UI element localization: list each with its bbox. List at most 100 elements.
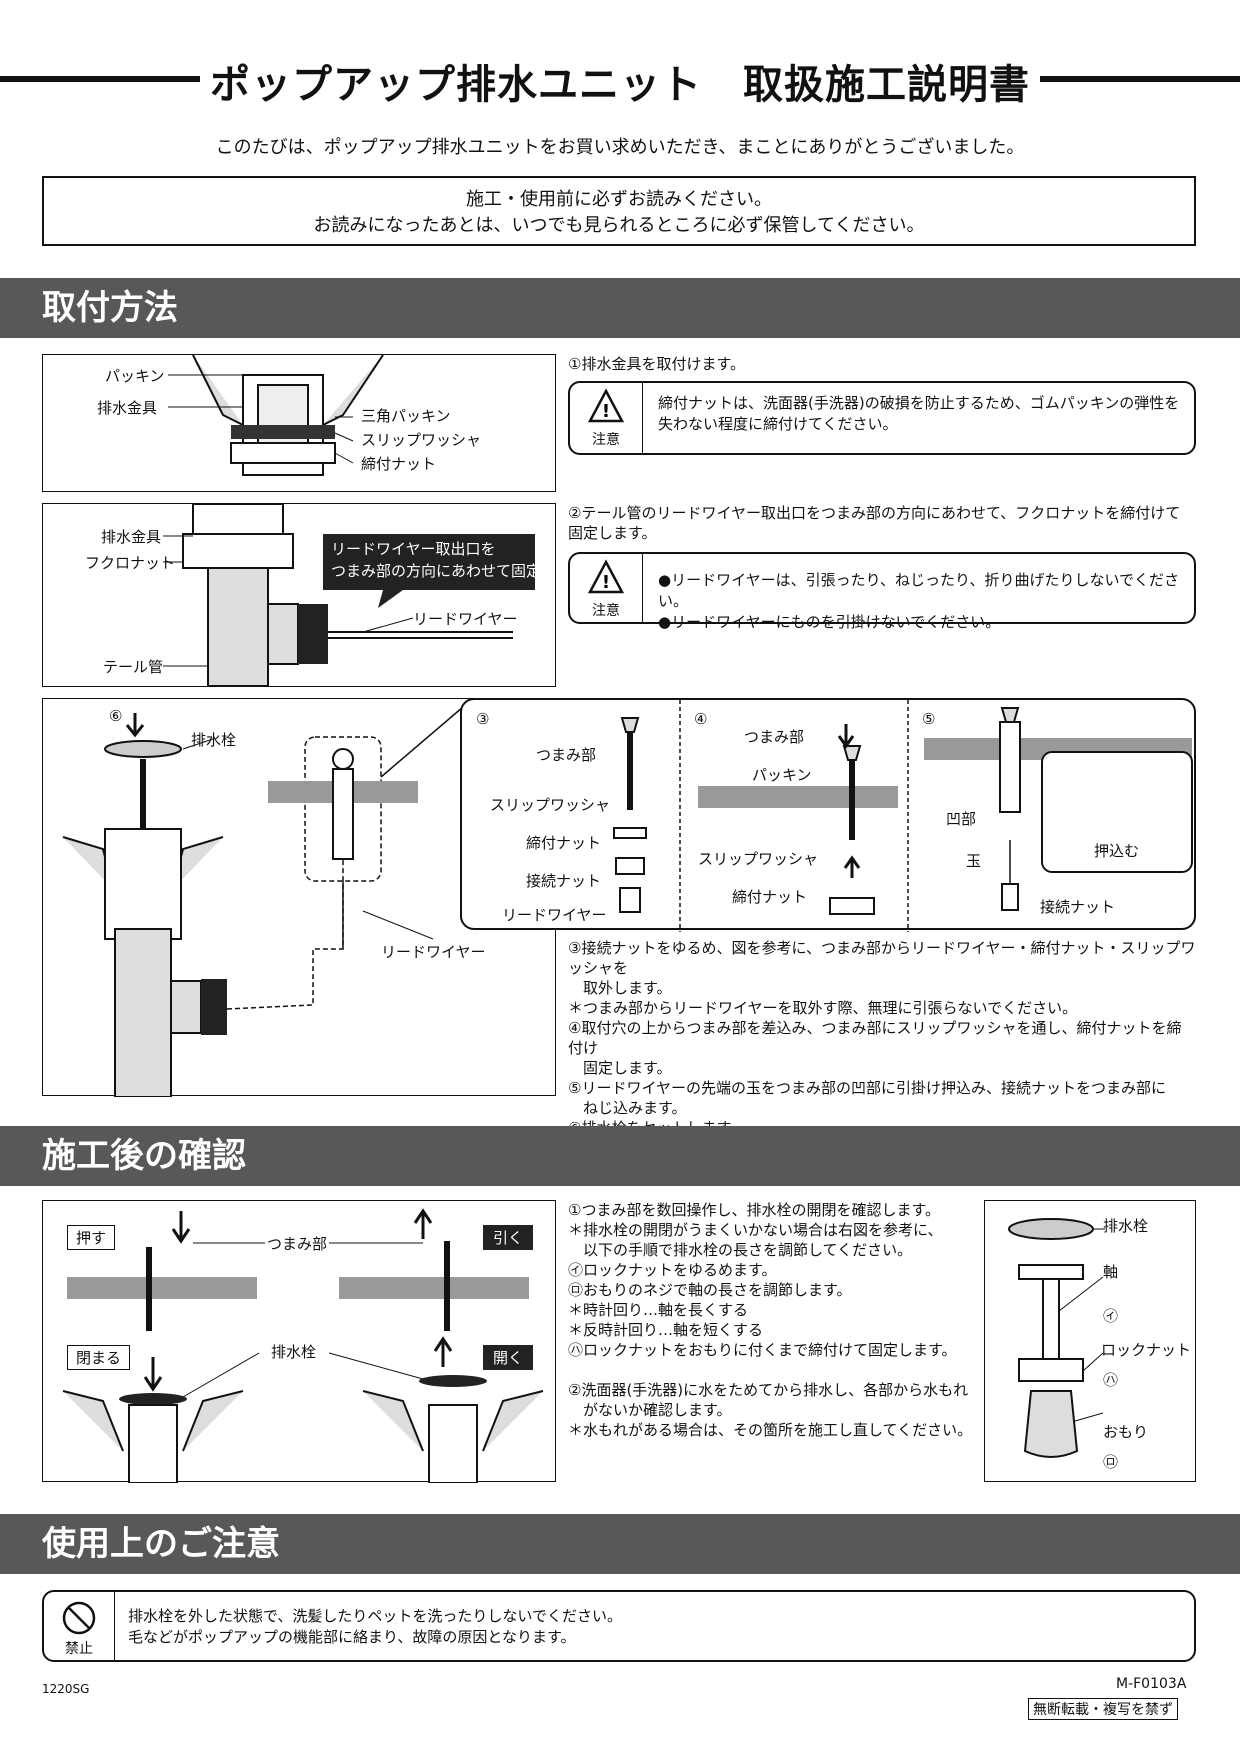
prohibit-line-1: 排水栓を外した状態で、洗髪したりペットを洗ったりしないでください。 [128,1607,622,1625]
check-line: ②洗面器(手洗器)に水をためてから排水し、各部から水もれ [568,1381,969,1399]
notice-line-2: お読みになったあとは、いつでも見られるところに必ず保管してください。 [313,215,925,236]
svg-text:!: ! [602,401,610,422]
greeting-text: このたびは、ポップアップ排水ユニットをお買い求めいただき、まことにありがとうござ… [215,137,1025,158]
label-conn-nut-3: 接続ナット [526,872,602,890]
label-slip-washer-4: スリップワッシャ [698,850,819,868]
figure-operation-check: 押す 引く つまみ部 閉まる 開く 排水栓 [42,1200,556,1483]
prohibit-box: 禁止 排水栓を外した状態で、洗髪したりペットを洗ったりしないでください。 毛など… [42,1590,1196,1662]
step-line: ねじ込みます。 [568,1099,687,1117]
label-shaft: 軸 [1103,1263,1119,1281]
caution-2-line-1: ●リードワイヤーは、引張ったり、ねじったり、折り曲げたりしないでください。 [658,571,1179,610]
label-drain-plug-check: 排水栓 [271,1343,317,1361]
tail-pipe-drawing [163,504,535,687]
label-tight-nut-4: 締付ナット [732,888,808,906]
label-drain-plug-adj: 排水栓 [1103,1217,1149,1235]
label-recess: 凹部 [946,810,977,828]
label-knob-3: つまみ部 [536,746,597,764]
check-line: ㋺おもりのネジで軸の長さを調節します。 [568,1281,852,1299]
check-line: ＊水もれがある場合は、その箇所を施工し直してください。 [568,1421,973,1439]
label-packing: パッキン [105,367,165,385]
figure-tail-pipe: 排水金具 フクロナット リードワイヤー テール管 リードワイヤー取出口を つまみ… [42,503,556,687]
steps-detail-drawing [613,700,1193,932]
caution-icon-column: ! 注意 [570,383,643,453]
label-slip-washer: スリップワッシャ [361,431,482,449]
label-lead-wire: リードワイヤー [413,610,518,628]
step-line: ④取付穴の上からつまみ部を差込み、つまみ部にスリップワッシャを通し、締付ナットを… [568,1019,1182,1057]
step-1-text: ①排水金具を取付けます。 [568,355,745,373]
figure-steps-detail: ③ つまみ部 スリップワッシャ 締付ナット 接続ナット リードワイヤー ④ つま… [460,698,1196,932]
figure-drain-fitting: パッキン 排水金具 三角パッキン スリップワッシャ 締付ナット [42,354,556,492]
step-line: 固定します。 [568,1059,672,1077]
label-conn-nut-5: 接続ナット [1040,898,1116,916]
drain-fitting-drawing [168,355,384,476]
prohibit-text: 排水栓を外した状態で、洗髪したりペットを洗ったりしないでください。 毛などがポッ… [128,1606,1184,1648]
step-line: ⑤リードワイヤーの先端の玉をつまみ部の凹部に引掛け押込み、接続ナットをつまみ部に [568,1079,1167,1097]
length-adjust-drawing [1008,1218,1105,1458]
label-lock-nut: ロックナット [1101,1341,1192,1359]
footer-stamp: 無断転載・複写を禁ず [1028,1698,1178,1720]
label-num-6: ⑥ [109,707,123,725]
label-drain-plug: 排水栓 [191,731,237,749]
prohibit-label: 禁止 [65,1641,93,1657]
section-title-usage-caution: 使用上のご注意 [0,1514,1240,1574]
label-ball: 玉 [966,852,982,870]
caution-2-line-2: ●リードワイヤーにものを引掛けないでください。 [658,613,1001,631]
callout-line-2: つまみ部の方向にあわせて固定 [331,562,542,580]
label-lead-wire-3: リードワイヤー [381,943,486,961]
check-line: がないか確認します。 [568,1401,732,1419]
document-title: ポップアップ排水ユニット 取扱施工説明書 [210,62,1030,108]
read-notice-box: 施工・使用前に必ずお読みください。 お読みになったあとは、いつでも見られるところ… [42,176,1196,246]
svg-text:!: ! [602,572,610,593]
label-union-nut: フクロナット [85,554,176,572]
caution-label-2: 注意 [592,603,620,619]
caution-label: 注意 [592,432,620,448]
check-line: ㋑ロックナットをゆるめます。 [568,1261,777,1279]
label-slip-washer-3: スリップワッシャ [490,796,611,814]
label-knob-4: つまみ部 [744,728,805,746]
step-2-line-2: 固定します。 [568,524,657,542]
label-ha-mark: ㋩ [1103,1371,1119,1389]
label-ro-mark: ㋺ [1103,1453,1119,1471]
caution-icon-column-2: ! 注意 [570,554,643,622]
operation-check-drawing [62,1208,544,1483]
steps-3-to-6: ③接続ナットをゆるめ、図を参考に、つまみ部からリードワイヤー・締付ナット・スリッ… [568,938,1196,1138]
prohibit-line-2: 毛などがポップアップの機能部に絡まり、故障の原因となります。 [128,1628,576,1646]
check-line [568,1360,978,1380]
caution-box-2: ! 注意 ●リードワイヤーは、引張ったり、ねじったり、折り曲げたりしないでくださ… [568,552,1196,631]
warning-triangle-icon: ! [587,559,625,594]
label-drain-fitting-2: 排水金具 [101,528,162,546]
section-title-installation: 取付方法 [0,278,1240,338]
check-line: 以下の手順で排水栓の長さを調節してください。 [568,1241,913,1259]
label-push-in: 押込む [1094,842,1140,860]
tag-open: 開く [483,1345,534,1370]
footer-code-left: 1220SG [42,1682,90,1696]
prohibit-icon-column: 禁止 [44,1592,115,1660]
label-num-5: ⑤ [922,710,936,728]
label-i-mark: ㋑ [1103,1307,1119,1325]
check-line: ＊時計回り…軸を長くする [568,1301,749,1319]
assembly-drawing [62,706,464,1097]
check-line: ＊排水栓の開閉がうまくいかない場合は右図を参考に、 [568,1221,943,1239]
label-tight-nut-3: 締付ナット [526,834,602,852]
label-knob-check: つまみ部 [267,1235,328,1253]
warning-triangle-icon: ! [587,388,625,423]
notice-line-1: 施工・使用前に必ずお読みください。 [466,189,772,210]
prohibit-icon [62,1601,96,1635]
label-num-4: ④ [694,710,708,728]
figure-length-adjust: 排水栓 軸 ㋑ ロックナット ㋩ おもり ㋺ [984,1200,1196,1482]
title-rule-right [1040,76,1240,82]
footer-code-right: M-F0103A [1116,1676,1187,1692]
label-tail-pipe: テール管 [103,658,164,676]
label-packing-4: パッキン [752,766,812,784]
tag-push: 押す [67,1225,116,1250]
label-triangle-packing: 三角パッキン [361,407,451,425]
caution-2-text: ●リードワイヤーは、引張ったり、ねじったり、折り曲げたりしないでください。 ●リ… [658,570,1184,633]
check-line: ＊反時計回り…軸を短くする [568,1321,764,1339]
step-line: ③接続ナットをゆるめ、図を参考に、つまみ部からリードワイヤー・締付ナット・スリッ… [568,939,1196,977]
label-weight: おもり [1103,1423,1149,1441]
tag-close: 閉まる [67,1345,131,1370]
caution-box-1: ! 注意 締付ナットは、洗面器(手洗器)の破損を防止するため、ゴムパッキンの弾性… [568,381,1196,455]
label-tightening-nut: 締付ナット [361,455,437,473]
tag-pull: 引く [483,1225,534,1250]
step-line: ＊つまみ部からリードワイヤーを取外す際、無理に引張らないでください。 [568,999,1078,1017]
